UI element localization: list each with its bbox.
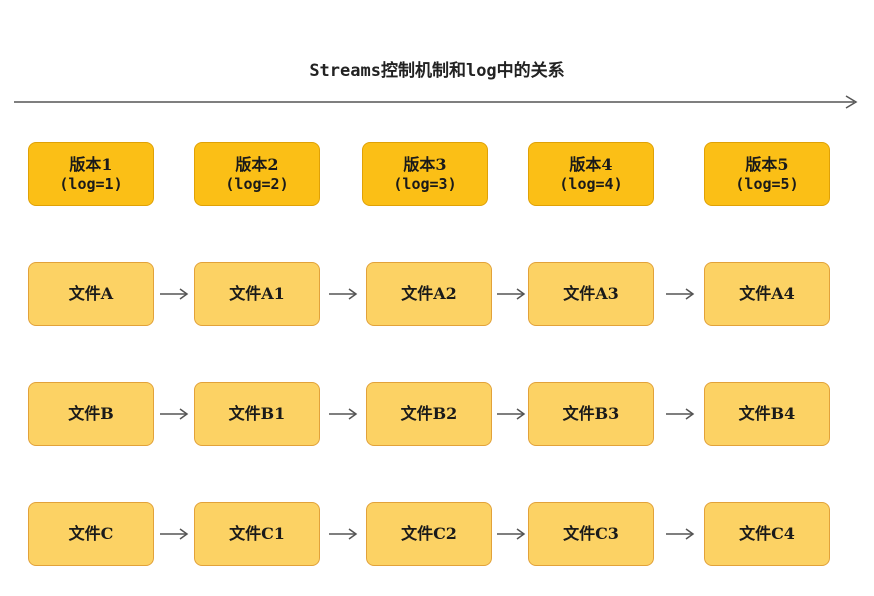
arrow-b-2 (329, 408, 358, 420)
version-node-1: 版本1 (log=1) (28, 142, 154, 206)
arrow-c-3 (497, 528, 526, 540)
version-log: (log=2) (225, 174, 289, 193)
timeline-arrow (14, 95, 858, 109)
arrow-c-2 (329, 528, 358, 540)
arrow-a-2 (329, 288, 358, 300)
version-label: 版本3 (403, 154, 447, 174)
version-label: 版本4 (569, 154, 613, 174)
version-log: (log=3) (393, 174, 457, 193)
file-node-b4: 文件B4 (704, 382, 830, 446)
diagram-title: Streams控制机制和log中的关系 (309, 61, 565, 81)
version-node-4: 版本4 (log=4) (528, 142, 654, 206)
version-log: (log=1) (59, 174, 123, 193)
file-node-a3: 文件A3 (528, 262, 654, 326)
version-log: (log=4) (559, 174, 623, 193)
arrow-a-3 (497, 288, 526, 300)
file-node-a1: 文件A1 (194, 262, 320, 326)
file-node-c2: 文件C2 (366, 502, 492, 566)
file-node-b1: 文件B1 (194, 382, 320, 446)
file-node-c3: 文件C3 (528, 502, 654, 566)
file-node-b: 文件B (28, 382, 154, 446)
arrow-b-3 (497, 408, 526, 420)
file-node-a: 文件A (28, 262, 154, 326)
arrow-c-4 (666, 528, 695, 540)
version-node-5: 版本5 (log=5) (704, 142, 830, 206)
file-node-c1: 文件C1 (194, 502, 320, 566)
version-node-3: 版本3 (log=3) (362, 142, 488, 206)
arrow-a-4 (666, 288, 695, 300)
file-node-b2: 文件B2 (366, 382, 492, 446)
file-node-a2: 文件A2 (366, 262, 492, 326)
version-log: (log=5) (735, 174, 799, 193)
version-label: 版本1 (69, 154, 113, 174)
version-node-2: 版本2 (log=2) (194, 142, 320, 206)
file-node-b3: 文件B3 (528, 382, 654, 446)
file-node-a4: 文件A4 (704, 262, 830, 326)
file-node-c4: 文件C4 (704, 502, 830, 566)
arrow-a-1 (160, 288, 189, 300)
arrow-b-4 (666, 408, 695, 420)
arrow-c-1 (160, 528, 189, 540)
version-label: 版本2 (235, 154, 279, 174)
arrow-b-1 (160, 408, 189, 420)
version-label: 版本5 (745, 154, 789, 174)
file-node-c: 文件C (28, 502, 154, 566)
